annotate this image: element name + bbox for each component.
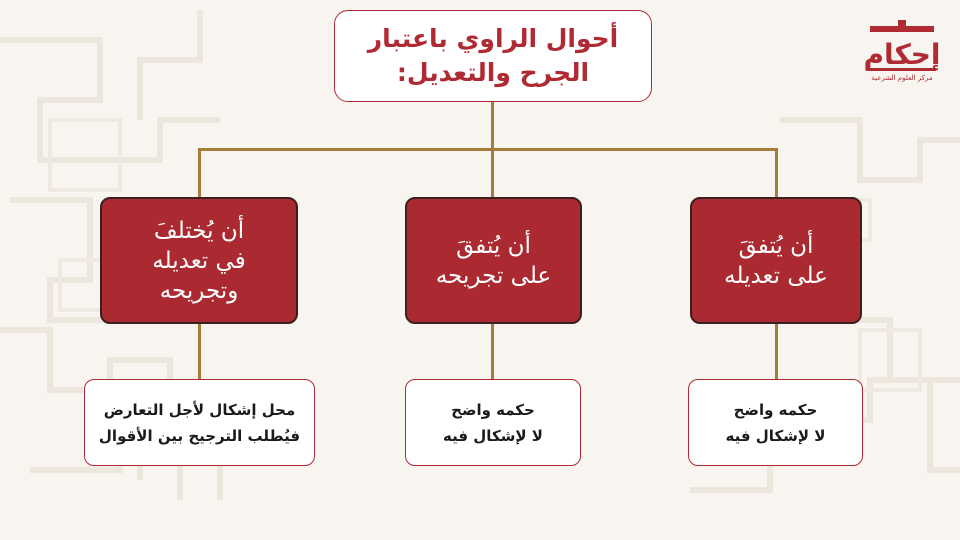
- ehkam-logo: إحكام مركز العلوم الشرعية: [863, 20, 941, 82]
- branch-head-agreed-weak: أن يُتفقَ على تجريحه: [405, 197, 582, 324]
- connector-branch-2-down: [491, 148, 494, 198]
- connector-branch-3-down: [198, 148, 201, 198]
- connector-horizontal: [198, 148, 778, 151]
- connector-title-down: [491, 102, 494, 150]
- connector-branch-1-down: [775, 148, 778, 198]
- connector-branch-2-result: [491, 324, 494, 380]
- diagram-title: أحوال الراوي باعتبار الجرح والتعديل:: [334, 10, 652, 102]
- branch-result-agreed-weak: حكمه واضح لا لإشكال فيه: [405, 379, 581, 466]
- svg-text:مركز العلوم الشرعية: مركز العلوم الشرعية: [871, 74, 932, 82]
- branch-result-agreed-trustworthy: حكمه واضح لا لإشكال فيه: [688, 379, 863, 466]
- svg-text:إحكام: إحكام: [863, 38, 940, 72]
- branch-result-disputed: محل إشكال لأجل التعارض فيُطلب الترجيح بي…: [84, 379, 315, 466]
- connector-branch-1-result: [775, 324, 778, 380]
- branch-head-agreed-trustworthy: أن يُتفقَ على تعديله: [690, 197, 862, 324]
- connector-branch-3-result: [198, 324, 201, 380]
- branch-head-disputed: أن يُختلفَ في تعديله وتجريحه: [100, 197, 298, 324]
